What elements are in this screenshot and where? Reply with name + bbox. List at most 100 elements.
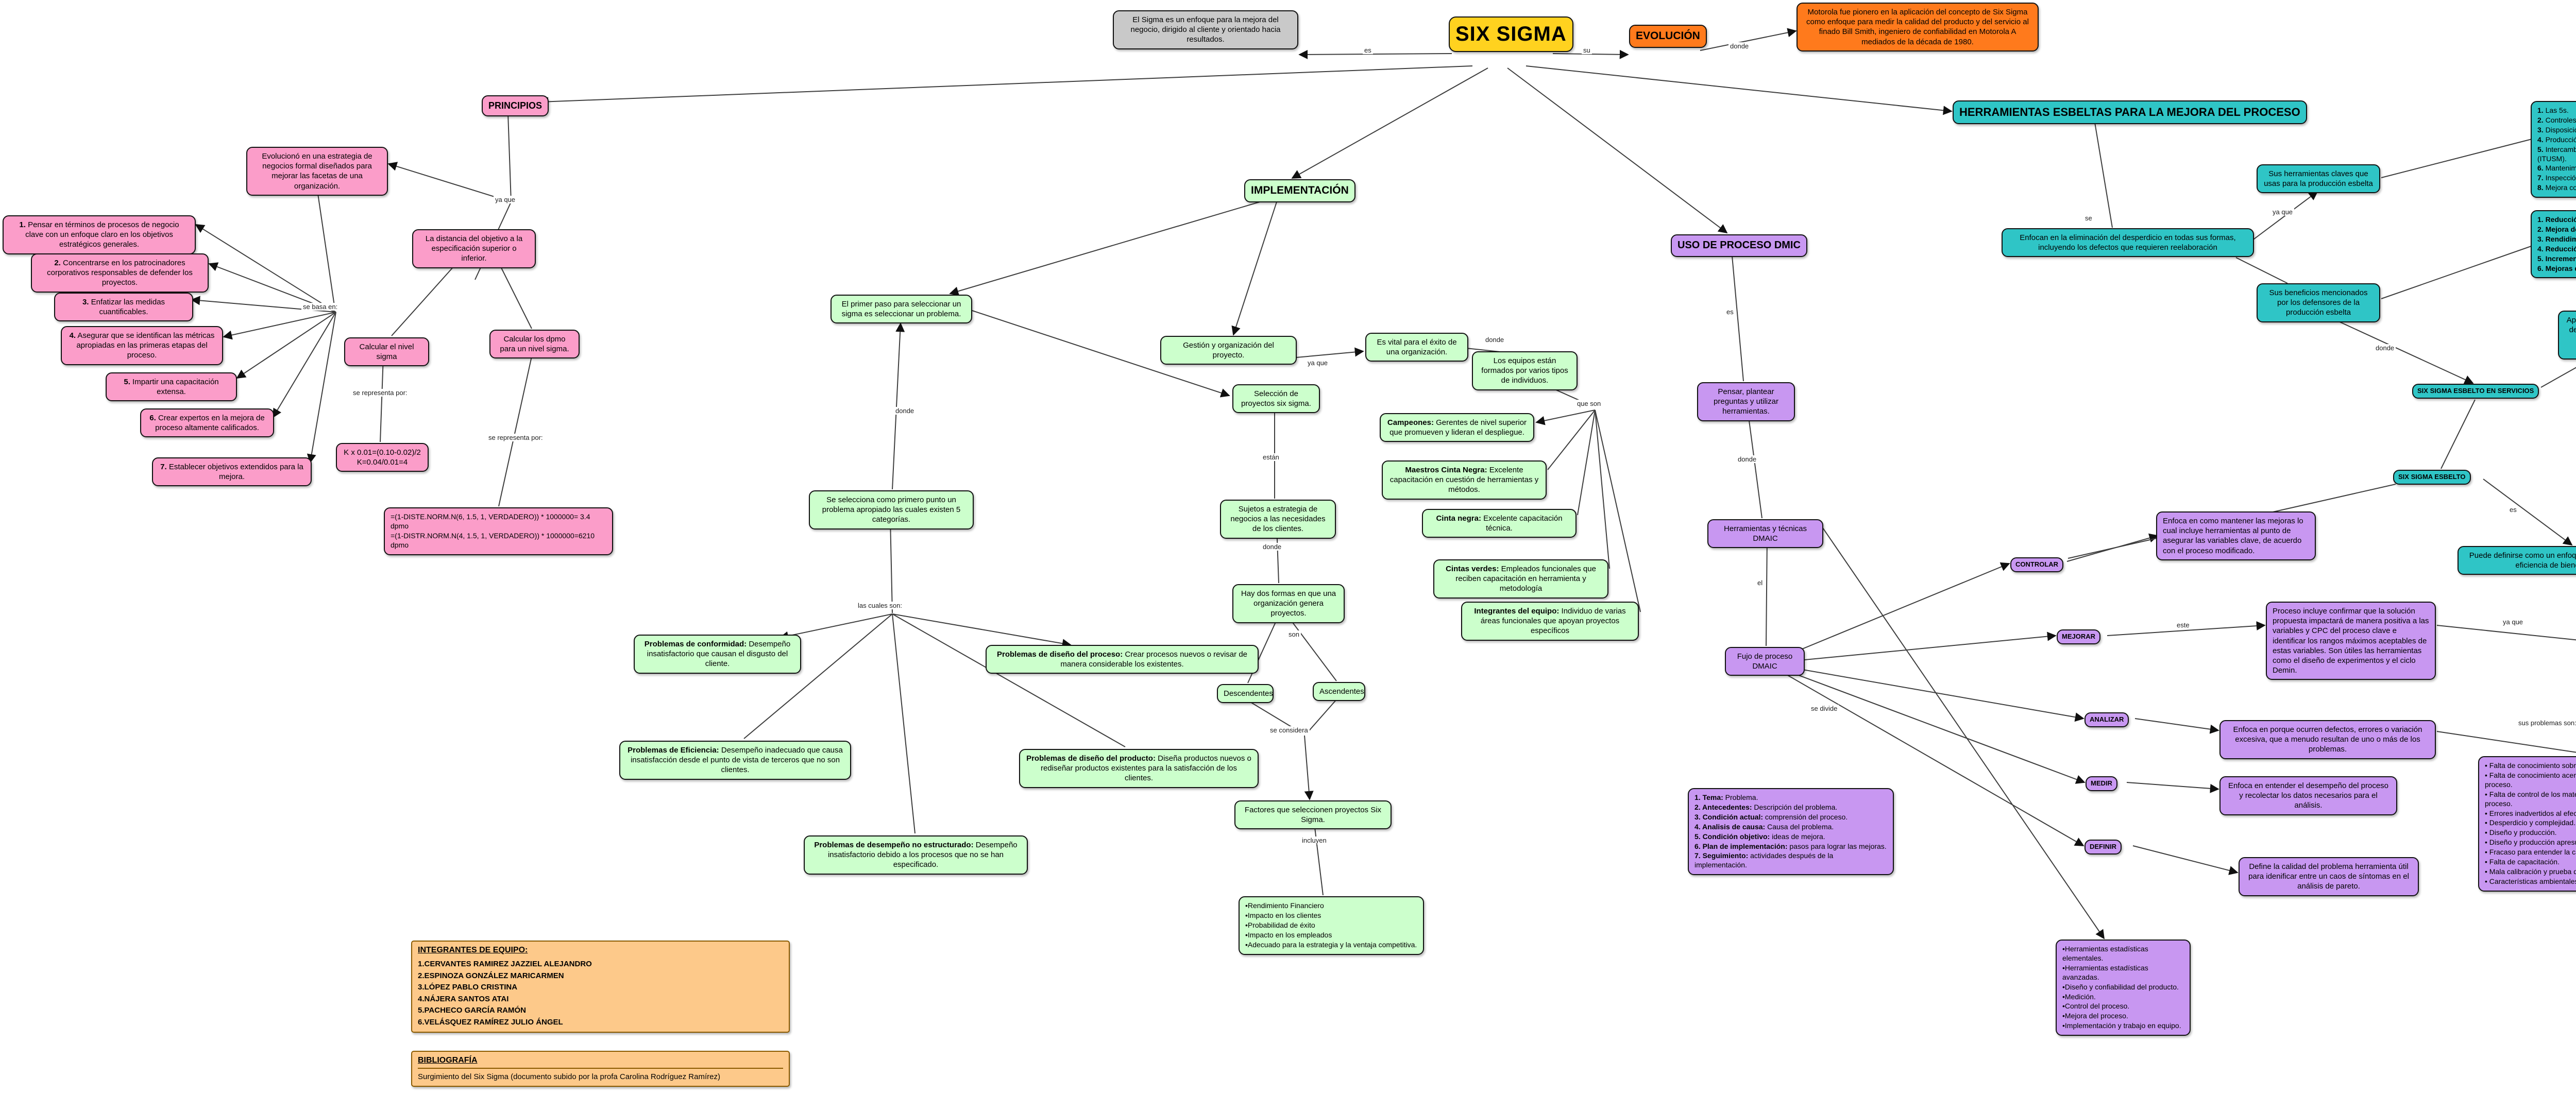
node-implementacion[interactable]: IMPLEMENTACIÓN [1244, 179, 1355, 202]
link-label-se-considera[interactable]: se considera [1268, 726, 1310, 734]
node-evolucion[interactable]: EVOLUCIÓN [1629, 25, 1707, 48]
node-cinta-negra[interactable]: Cinta negra: Excelente capacitación técn… [1422, 509, 1577, 538]
node-motorola-note[interactable]: Motorola fue pionero en la aplicación de… [1797, 3, 2039, 52]
node-principio-2[interactable]: 2. Concentrarse en los patrocinadores co… [31, 253, 209, 293]
node-descendentes[interactable]: Descendentes [1217, 684, 1274, 704]
link-label-es[interactable]: es [1363, 46, 1373, 54]
node-analizar-desc[interactable]: Enfoca en porque ocurren defectos, error… [2219, 720, 2436, 759]
node-equipos[interactable]: Los equipos están formados por varios ti… [1472, 351, 1578, 390]
node-flujo-dmaic[interactable]: Fujo de proceso DMAIC [1725, 647, 1805, 676]
link-label-las-cuales-son[interactable]: las cuales son: [856, 602, 904, 609]
link-label-que-son[interactable]: que son [1575, 400, 1603, 407]
node-seleccion-proyectos[interactable]: Selección de proyectos six sigma. [1232, 384, 1320, 414]
node-six-sigma-title[interactable]: SIX SIGMA [1449, 16, 1573, 53]
node-principio-3[interactable]: 3. Enfatizar las medidas cuantificables. [54, 293, 193, 322]
link-label-se-divide[interactable]: se divide [1809, 705, 1839, 712]
node-principio-4[interactable]: 4. Asegurar que se identifican las métri… [61, 326, 223, 365]
node-six-sigma-definition[interactable]: El Sigma es un enfoque para la mejora de… [1113, 10, 1298, 49]
node-calcular-nivel-sigma[interactable]: Calcular el nivel sigma [344, 337, 429, 367]
link-label-su[interactable]: su [1582, 46, 1592, 54]
link-label-donde[interactable]: donde [894, 407, 916, 415]
link-label-donde[interactable]: donde [1736, 455, 1758, 463]
link-label-se-representa[interactable]: se representa por: [351, 389, 409, 397]
node-enfocan-desperdicio[interactable]: Enfocan en la eliminación del desperdici… [2002, 228, 2254, 258]
node-maestros-cinta-negra[interactable]: Maestros Cinta Negra: Excelente capacita… [1382, 460, 1547, 500]
node-controlar-desc[interactable]: Enfoca en como mantener las mejoras lo c… [2156, 511, 2316, 560]
link-label-incluyen[interactable]: incluyen [1300, 836, 1328, 844]
node-problemas-diseno-producto[interactable]: Problemas de diseño del producto: Diseña… [1019, 749, 1259, 788]
link-label-ya-que[interactable]: ya que [2271, 208, 2295, 216]
bibliography-box[interactable]: BIBLIOGRAFÍA Surgimiento del Six Sigma (… [411, 1051, 790, 1087]
link-label-este[interactable]: este [2175, 621, 2191, 629]
node-fase-mejorar[interactable]: MEJORAR [2057, 629, 2101, 644]
link-label-ya-que[interactable]: ya que [1306, 359, 1330, 367]
node-text: Establecer objetivos extendidos para la … [166, 463, 303, 482]
link-label-el[interactable]: el [1756, 579, 1765, 587]
node-fase-controlar[interactable]: CONTROLAR [2010, 557, 2064, 572]
node-ascendentes[interactable]: Ascendentes [1313, 682, 1365, 702]
link-label-donde[interactable]: donde [2374, 344, 2396, 352]
node-gestion[interactable]: Gestión y organización del proyecto. [1160, 336, 1297, 365]
link-label-ya-que[interactable]: ya que [2501, 618, 2525, 626]
node-beneficios-lista[interactable]: 1. Reducción de 60% o más en los tiempos… [2531, 210, 2576, 279]
node-evoluciono[interactable]: Evolucionó en una estrategia de negocios… [246, 147, 388, 196]
node-mejorar-desc[interactable]: Proceso incluye confirmar que la solució… [2266, 602, 2436, 680]
node-principios[interactable]: PRINCIPIOS [482, 95, 549, 117]
node-fase-medir[interactable]: MEDIR [2086, 776, 2117, 791]
node-pasos-dmaic-lista[interactable]: 1. Tema: Problema.2. Antecedentes: Descr… [1688, 788, 1894, 876]
link-label-es[interactable]: es [1725, 308, 1735, 316]
node-calcular-dpmo[interactable]: Calcular los dpmo para un nivel sigma. [489, 330, 580, 359]
node-definir-desc[interactable]: Define la calidad del problema herramien… [2239, 857, 2419, 896]
team-members-box[interactable]: INTEGRANTES DE EQUIPO: 1.CERVANTES RAMIR… [411, 941, 790, 1033]
node-six-sigma-esbelto-servicios[interactable]: SIX SIGMA ESBELTO EN SERVICIOS [2412, 384, 2539, 399]
node-definicion-esbelto[interactable]: Puede definirse como un enfoque de mejor… [2458, 546, 2576, 575]
node-distancia-objetivo[interactable]: La distancia del objetivo a la especific… [412, 229, 536, 268]
node-integrantes-del-equipo[interactable]: Integrantes del equipo: Individuo de var… [1461, 602, 1639, 641]
node-fase-analizar[interactable]: ANALIZAR [2084, 712, 2129, 727]
node-factores-seleccion[interactable]: Factores que seleccionen proyectos Six S… [1234, 800, 1392, 830]
link-label-se-representa[interactable]: se representa por: [487, 434, 545, 441]
node-problemas-desempeno[interactable]: Problemas de desempeño no estructurado: … [804, 835, 1028, 875]
node-sus-herramientas[interactable]: Sus herramientas claves que usas para la… [2257, 164, 2380, 194]
node-principio-5[interactable]: 5. Impartir una capacitación extensa. [106, 372, 237, 402]
node-problemas-analizar-lista[interactable]: • Falta de conocimiento sobre cómo funci… [2478, 756, 2576, 892]
node-sujetos-estrategia[interactable]: Sujetos a estrategia de negocios a las n… [1220, 500, 1336, 539]
node-problemas-conformidad[interactable]: Problemas de conformidad: Desempeño insa… [634, 635, 801, 674]
link-label-donde[interactable]: donde [1728, 42, 1751, 50]
node-factores-lista[interactable]: •Rendimiento Financiero•Impacto en los c… [1239, 896, 1424, 955]
node-herramientas-dmaic[interactable]: Herramientas y técnicas DMAIC [1707, 519, 1823, 549]
node-six-sigma-esbelto[interactable]: SIX SIGMA ESBELTO [2393, 470, 2471, 485]
link-label-donde[interactable]: donde [1261, 543, 1283, 551]
node-medir-desc[interactable]: Enfoca en entender el desempeño del proc… [2219, 776, 2397, 815]
node-sus-beneficios[interactable]: Sus beneficios mencionados por los defen… [2257, 283, 2380, 322]
node-principio-1[interactable]: 1. Pensar en términos de procesos de neg… [3, 215, 196, 254]
node-herramientas-esbeltas[interactable]: HERRAMIENTAS ESBELTAS PARA LA MEJORA DEL… [1953, 100, 2307, 125]
node-es-vital[interactable]: Es vital para el éxito de una organizaci… [1365, 333, 1468, 362]
link-label-se[interactable]: se [2083, 214, 2094, 222]
node-herramientas-lista[interactable]: 1. Las 5s.2. Controles visuales.3. Dispo… [2531, 101, 2576, 198]
node-aplican-facilidad[interactable]: Aplican con facilidad en una amplia vari… [2558, 311, 2576, 360]
link-label-son[interactable]: son [1287, 630, 1301, 638]
link-label-es[interactable]: es [2508, 506, 2518, 514]
node-fase-definir[interactable]: DEFINIR [2084, 840, 2122, 855]
link-label-ya-que[interactable]: ya que [494, 196, 517, 203]
node-pensar-plantear[interactable]: Pensar, plantear preguntas y utilizar he… [1697, 382, 1795, 421]
node-principio-6[interactable]: 6. Crear expertos en la mejora de proces… [140, 408, 274, 438]
node-formula-dpmo[interactable]: =(1-DISTE.NORM.N(6, 1.5, 1, VERDADERO)) … [384, 507, 613, 555]
link-label-se-basa-en[interactable]: se basa en: [301, 303, 340, 311]
node-uso-proceso-dmic[interactable]: USO DE PROCESO DMIC [1671, 234, 1807, 257]
link-label-sus-problemas-son[interactable]: sus problemas son: [2517, 719, 2576, 727]
node-hay-dos-formas[interactable]: Hay dos formas en que una organización g… [1232, 584, 1345, 623]
node-problemas-eficiencia[interactable]: Problemas de Eficiencia: Desempeño inade… [619, 741, 851, 780]
node-cintas-verdes[interactable]: Cintas verdes: Empleados funcionales que… [1433, 559, 1608, 599]
node-primer-paso[interactable]: El primer paso para seleccionar un sigma… [831, 295, 972, 324]
node-problemas-diseno-proceso[interactable]: Problemas de diseño del proceso: Crear p… [986, 645, 1259, 674]
node-principio-7[interactable]: 7. Establecer objetivos extendidos para … [152, 457, 312, 487]
link-label-donde[interactable]: donde [1484, 336, 1506, 344]
node-se-selecciona[interactable]: Se selecciona como primero punto un prob… [809, 490, 974, 530]
node-campeones[interactable]: Campeones: Gerentes de nivel superior qu… [1380, 413, 1534, 442]
node-categorias-herramientas-lista[interactable]: •Herramientas estadísticas elementales.•… [2056, 940, 2191, 1036]
link-label-estan[interactable]: están [1261, 453, 1281, 461]
